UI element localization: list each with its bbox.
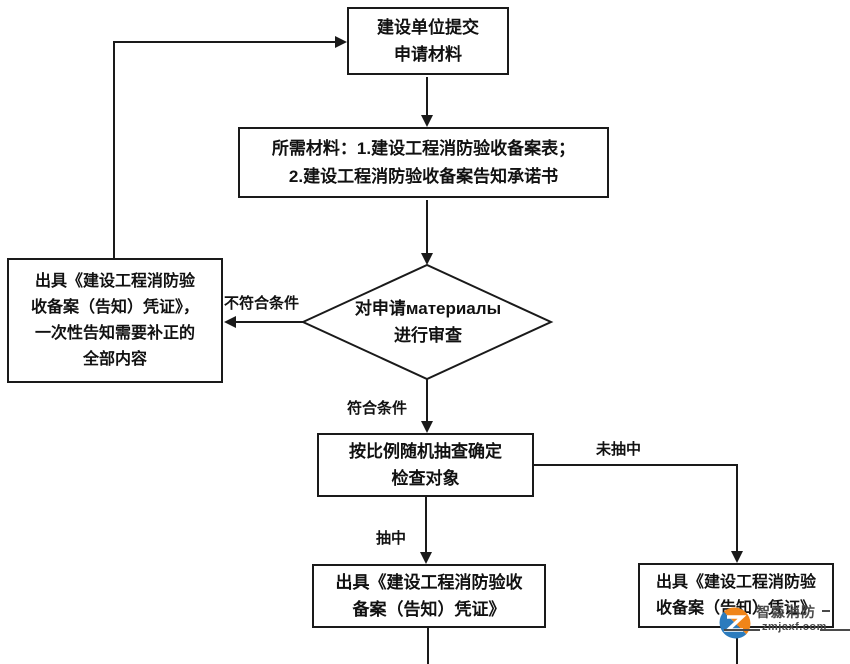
edge-reject-to-submit (113, 36, 347, 258)
watermark-url: zmjaxf.com (762, 621, 827, 633)
node-random-sampling: 按比例随机抽查确定 检查对象 (317, 433, 534, 497)
node-text-line: 收备案（告知）凭证》， (30, 298, 199, 316)
node-required-materials: 所需材料：1.建设工程消防验收备案表； 2.建设工程消防验收备案告知承诺书 (238, 127, 609, 198)
node-selected-certificate: 出具《建设工程消防验收 备案（告知）凭证》 (312, 564, 546, 628)
node-text-line: 建设单位提交 (377, 18, 479, 37)
node-text-line: 对申请материалы (354, 299, 502, 318)
node-text-line: 备案（告知）凭证》 (352, 600, 506, 619)
edge-label-selected: 抽中 (376, 530, 407, 547)
edge-label-qualified: 符合条件 (347, 400, 408, 417)
node-text-line: 检查对象 (391, 469, 460, 488)
watermark-dash (822, 610, 830, 612)
node-text-line: 全部内容 (82, 350, 147, 368)
edge-label-not-selected: 未抽中 (596, 441, 642, 458)
node-reject-notice: 出具《建设工程消防验 收备案（告知）凭证》， 一次性告知需要补正的 全部内容 (7, 258, 223, 383)
watermark: 智淼消防 zmjaxf.com (710, 600, 850, 646)
watermark-line-left (724, 629, 760, 631)
node-text-line: 按比例随机抽查确定 (349, 442, 502, 461)
node-text-line: 出具《建设工程消防验收 (335, 573, 523, 592)
node-text-line: 申请材料 (394, 45, 462, 64)
watermark-line-right (820, 629, 850, 631)
node-text-line: 出具《建设工程消防验 (655, 573, 816, 591)
decision-diamond (300, 263, 554, 381)
watermark-logo-icon (719, 607, 751, 639)
node-review-decision: 对申请материалы 进行审查 (352, 294, 504, 350)
edge-label-not-qualified: 不符合条件 (224, 295, 300, 312)
node-text-line: 所需材料：1.建设工程消防验收备案表； (271, 138, 576, 158)
node-submit-materials: 建设单位提交 申请材料 (347, 7, 509, 75)
edge-sampling-to-notselected (533, 464, 743, 563)
node-text-line: 一次性告知需要补正的 (34, 324, 195, 342)
watermark-brand: 智淼消防 (756, 604, 816, 620)
node-text-line: 出具《建设工程消防验 (34, 272, 195, 290)
node-text-line: 进行审查 (394, 326, 462, 345)
node-text-line: 2.建设工程消防验收备案告知承诺书 (288, 166, 559, 186)
